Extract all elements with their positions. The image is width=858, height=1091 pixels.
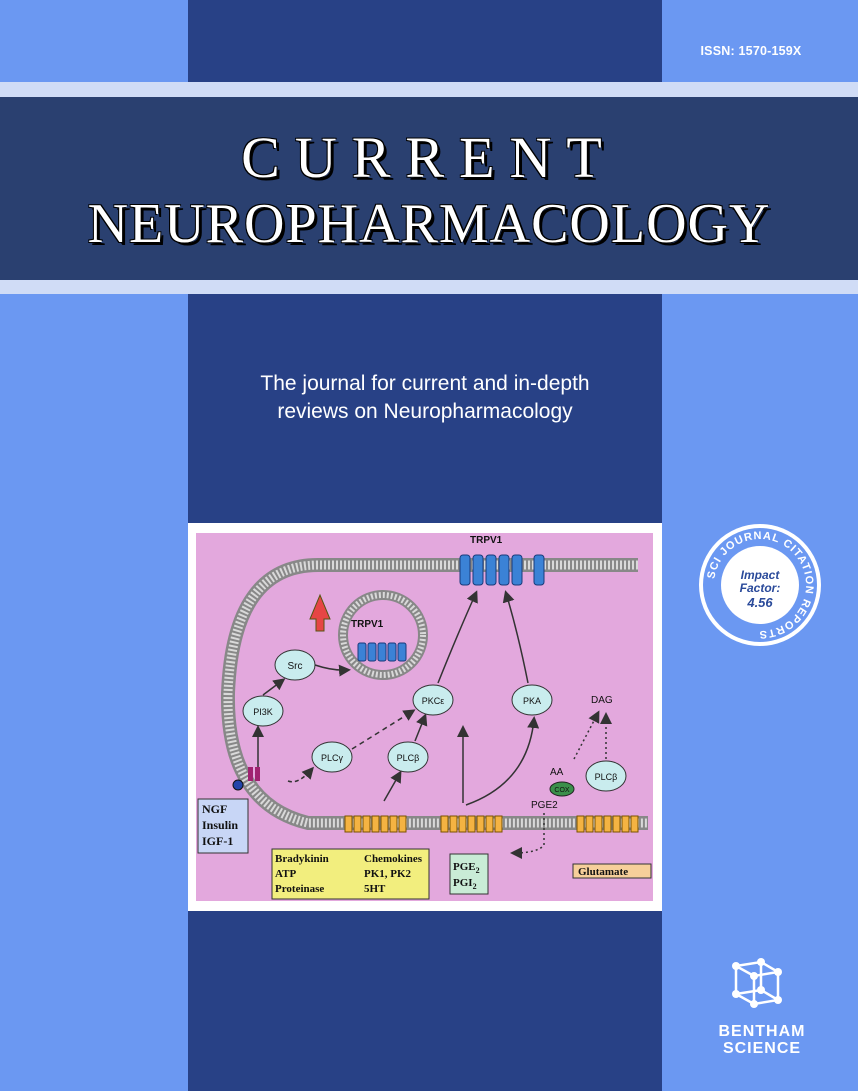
5ht-label: 5HT: [364, 883, 386, 895]
cover-figure: TRPV1 TRPV1 Src PI3K PLCγ PLCβ: [188, 523, 662, 911]
pathway-arrows: [252, 590, 612, 859]
insulin-label: Insulin: [202, 818, 238, 832]
impact-factor-value: 4.56: [746, 595, 773, 610]
molecule-atoms-icon: [732, 958, 782, 1008]
src-node: Src: [274, 649, 316, 681]
glutamate-box: [572, 863, 652, 879]
trk-receptor: [232, 767, 260, 791]
factor-label: Factor:: [740, 581, 781, 595]
src-label: Src: [288, 661, 303, 672]
pg-box: [449, 853, 489, 895]
plcb1-node: PLCβ: [387, 741, 429, 773]
signaling-diagram: TRPV1 TRPV1 Src PI3K PLCγ PLCβ: [196, 533, 653, 901]
plcg-node: PLCγ: [311, 741, 353, 773]
title-band: [0, 97, 858, 280]
tagline: The journal for current and in-depth rev…: [188, 370, 662, 426]
plcb1-label: PLCβ: [397, 753, 420, 763]
cox-node: COX: [549, 781, 575, 797]
dag-label: DAG: [591, 695, 613, 706]
pi3k-node: PI3K: [242, 695, 284, 727]
cox-label: COX: [554, 787, 570, 794]
bentham-science-logo: BENTHAM SCIENCE: [719, 958, 806, 1057]
pi3k-label: PI3K: [253, 707, 273, 717]
vesicle-lipids: [340, 592, 426, 678]
atp-label: ATP: [275, 868, 296, 880]
trpv1-vesicle-label: TRPV1: [351, 619, 384, 630]
plcb2-label: PLCβ: [595, 772, 618, 782]
ligand-box: [271, 848, 430, 900]
ngf-box: [197, 798, 249, 854]
translocation-arrow: [309, 593, 331, 632]
chemokines-label: Chemokines: [364, 853, 423, 865]
trpv1-channel-vesicle: [357, 642, 407, 662]
title-band-top-border: [0, 82, 858, 97]
pk-label: PK1, PK2: [364, 868, 412, 880]
pka-label: PKA: [523, 696, 541, 706]
proteinase-label: Proteinase: [275, 883, 324, 895]
pkce-label: PKCε: [422, 696, 445, 706]
publisher-line1: BENTHAM: [719, 1023, 806, 1040]
publisher-line2: SCIENCE: [723, 1040, 801, 1057]
tagline-line1: The journal for current and in-depth: [260, 372, 590, 395]
igf1-label: IGF-1: [202, 834, 233, 848]
molecule-icon: [732, 960, 782, 1007]
ngf-label: NGF: [202, 802, 227, 816]
bradykinin-label: Bradykinin: [275, 853, 329, 865]
impact-factor-badge: SCI JOURNAL CITATION REPORTS Impact Fact…: [699, 524, 821, 646]
plcb2-node: PLCβ: [585, 760, 627, 792]
impact-label: Impact: [741, 568, 781, 582]
pgi-label: PGI2: [453, 877, 477, 891]
plcg-label: PLCγ: [321, 753, 344, 763]
trpv1-top-label: TRPV1: [470, 535, 503, 546]
pkce-node: PKCε: [412, 684, 454, 716]
pge2-label: PGE2: [531, 800, 558, 811]
journal-title-line2: NEUROPHARMACOLOGY: [87, 193, 771, 255]
membrane-lipids: [223, 560, 648, 828]
tagline-line2: reviews on Neuropharmacology: [277, 400, 573, 423]
glutamate-label: Glutamate: [578, 866, 628, 878]
pka-node: PKA: [511, 684, 553, 716]
trpv1-channel-top: [459, 554, 545, 586]
title-band-bottom-border: [0, 280, 858, 294]
issn-label: ISSN: 1570-159X: [700, 44, 802, 58]
gpcr-receptors: [344, 815, 639, 833]
journal-title-line1: CURRENT: [241, 125, 617, 190]
aa-label: AA: [550, 767, 564, 778]
pge-label: PGE2: [453, 861, 480, 875]
